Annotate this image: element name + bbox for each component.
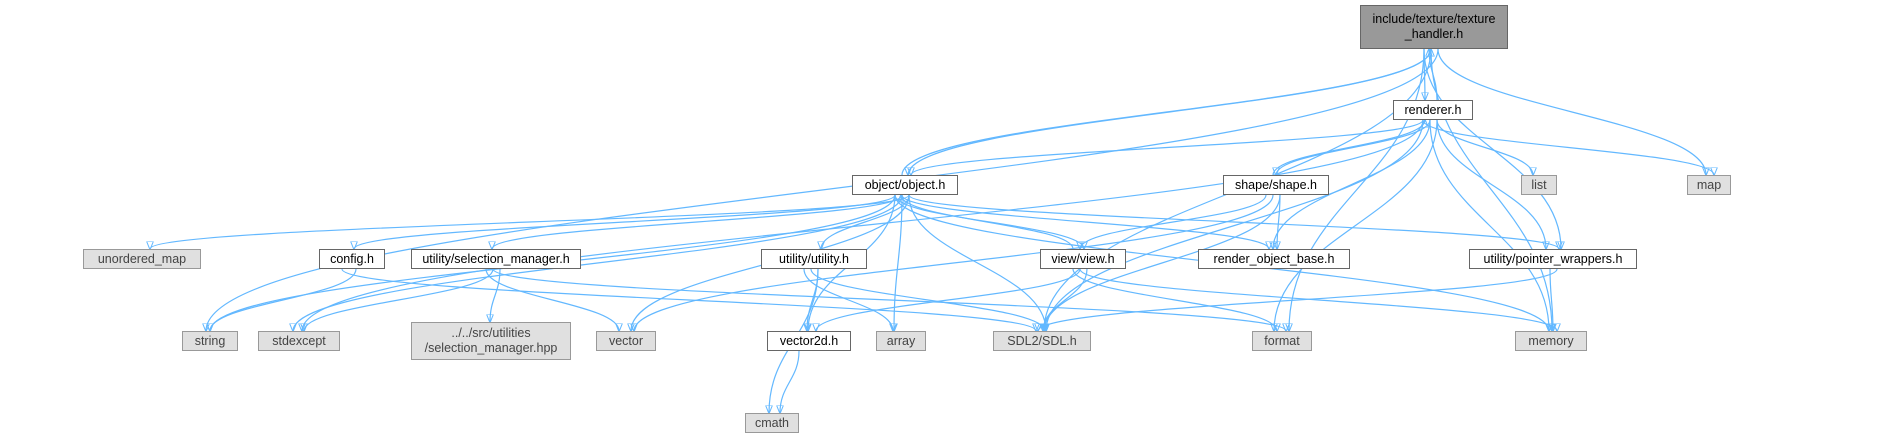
node-format: format: [1252, 331, 1312, 351]
edge-pointer_wrappers-to-sdl: [1038, 268, 1558, 331]
edge-pointer_wrappers-to-memory: [1550, 268, 1553, 331]
edge-view-to-sdl: [1043, 268, 1088, 331]
node-view[interactable]: view/view.h: [1040, 249, 1126, 269]
edge-selection_manager-to-vector: [485, 268, 619, 331]
node-renderer[interactable]: renderer.h: [1393, 100, 1473, 120]
edge-texture_handler-to-string: [206, 48, 1439, 331]
edge-utility-to-array: [803, 268, 893, 331]
node-array: array: [876, 331, 926, 351]
edge-object-to-stdexcept: [293, 194, 903, 331]
node-selection-manager-hpp: ../../src/utilities /selection_manager.h…: [411, 322, 571, 360]
edge-object-to-array: [894, 194, 903, 331]
edge-view-to-memory: [1079, 268, 1557, 331]
node-cmath: cmath: [745, 413, 799, 433]
node-memory: memory: [1515, 331, 1587, 351]
node-stdexcept: stdexcept: [258, 331, 340, 351]
edge-shape-to-renderer: [1272, 120, 1425, 176]
edge-object-to-sdl: [908, 194, 1046, 331]
edge-object-to-config: [354, 194, 896, 249]
edge-view-to-object: [901, 195, 1074, 250]
node-object[interactable]: object/object.h: [852, 175, 958, 195]
node-vector2d[interactable]: vector2d.h: [767, 331, 851, 351]
edge-texture_handler-to-map: [1437, 48, 1706, 175]
edge-object-to-render_object_base: [901, 194, 1269, 249]
edge-object-to-selection_manager: [492, 194, 903, 249]
node-selection-manager[interactable]: utility/selection_manager.h: [411, 249, 581, 269]
node-config[interactable]: config.h: [319, 249, 385, 269]
edge-renderer-to-map: [1422, 119, 1714, 175]
edge-renderer-to-sdl: [1046, 119, 1424, 331]
edge-shape-to-sdl: [1044, 194, 1281, 331]
edge-vector2d-to-cmath: [780, 350, 800, 413]
node-map: map: [1687, 175, 1731, 195]
edge-renderer-to-list: [1436, 119, 1533, 175]
node-render-object-base[interactable]: render_object_base.h: [1198, 249, 1350, 269]
edge-object-to-pointer_wrappers: [908, 194, 1559, 249]
edge-selection_manager-to-format: [492, 268, 1286, 331]
edge-object-to-utility: [821, 194, 910, 249]
node-utility[interactable]: utility/utility.h: [761, 249, 867, 269]
edge-texture_handler-to-pointer_wrappers: [1423, 48, 1561, 249]
edge-renderer-to-object: [911, 119, 1424, 175]
edge-shape-to-vector: [634, 194, 1274, 331]
edge-object-to-texture_handler: [901, 49, 1431, 176]
node-pointer-wrappers[interactable]: utility/pointer_wrappers.h: [1469, 249, 1637, 269]
node-unordered-map: unordered_map: [83, 249, 201, 269]
edge-config-to-string: [210, 268, 357, 331]
node-sdl: SDL2/SDL.h: [993, 331, 1091, 351]
edge-view-to-vector2d: [816, 268, 1081, 331]
edge-utility-to-sdl: [810, 268, 1045, 331]
node-string: string: [182, 331, 238, 351]
edge-selection_manager-to-stdexcept: [304, 268, 494, 331]
node-vector: vector: [596, 331, 656, 351]
node-list: list: [1521, 175, 1557, 195]
edge-renderer-to-render_object_base: [1273, 119, 1431, 249]
edge-view-to-format: [1072, 268, 1277, 331]
edge-shape-to-view: [1080, 194, 1267, 249]
edge-selection_manager-to-selection_manager_hpp: [490, 268, 501, 322]
edge-renderer-to-pointer_wrappers: [1436, 119, 1546, 249]
node-texture-handler[interactable]: include/texture/texture _handler.h: [1360, 5, 1508, 49]
node-shape[interactable]: shape/shape.h: [1223, 175, 1329, 195]
edge-renderer-to-shape: [1276, 119, 1431, 175]
edge-object-to-unordered_map: [150, 194, 910, 249]
edge-renderer-to-stdexcept: [302, 119, 1424, 331]
edge-texture_handler-to-format: [1289, 48, 1425, 331]
edge-renderer-to-memory: [1429, 119, 1549, 331]
edge-config-to-sdl: [341, 268, 1036, 331]
